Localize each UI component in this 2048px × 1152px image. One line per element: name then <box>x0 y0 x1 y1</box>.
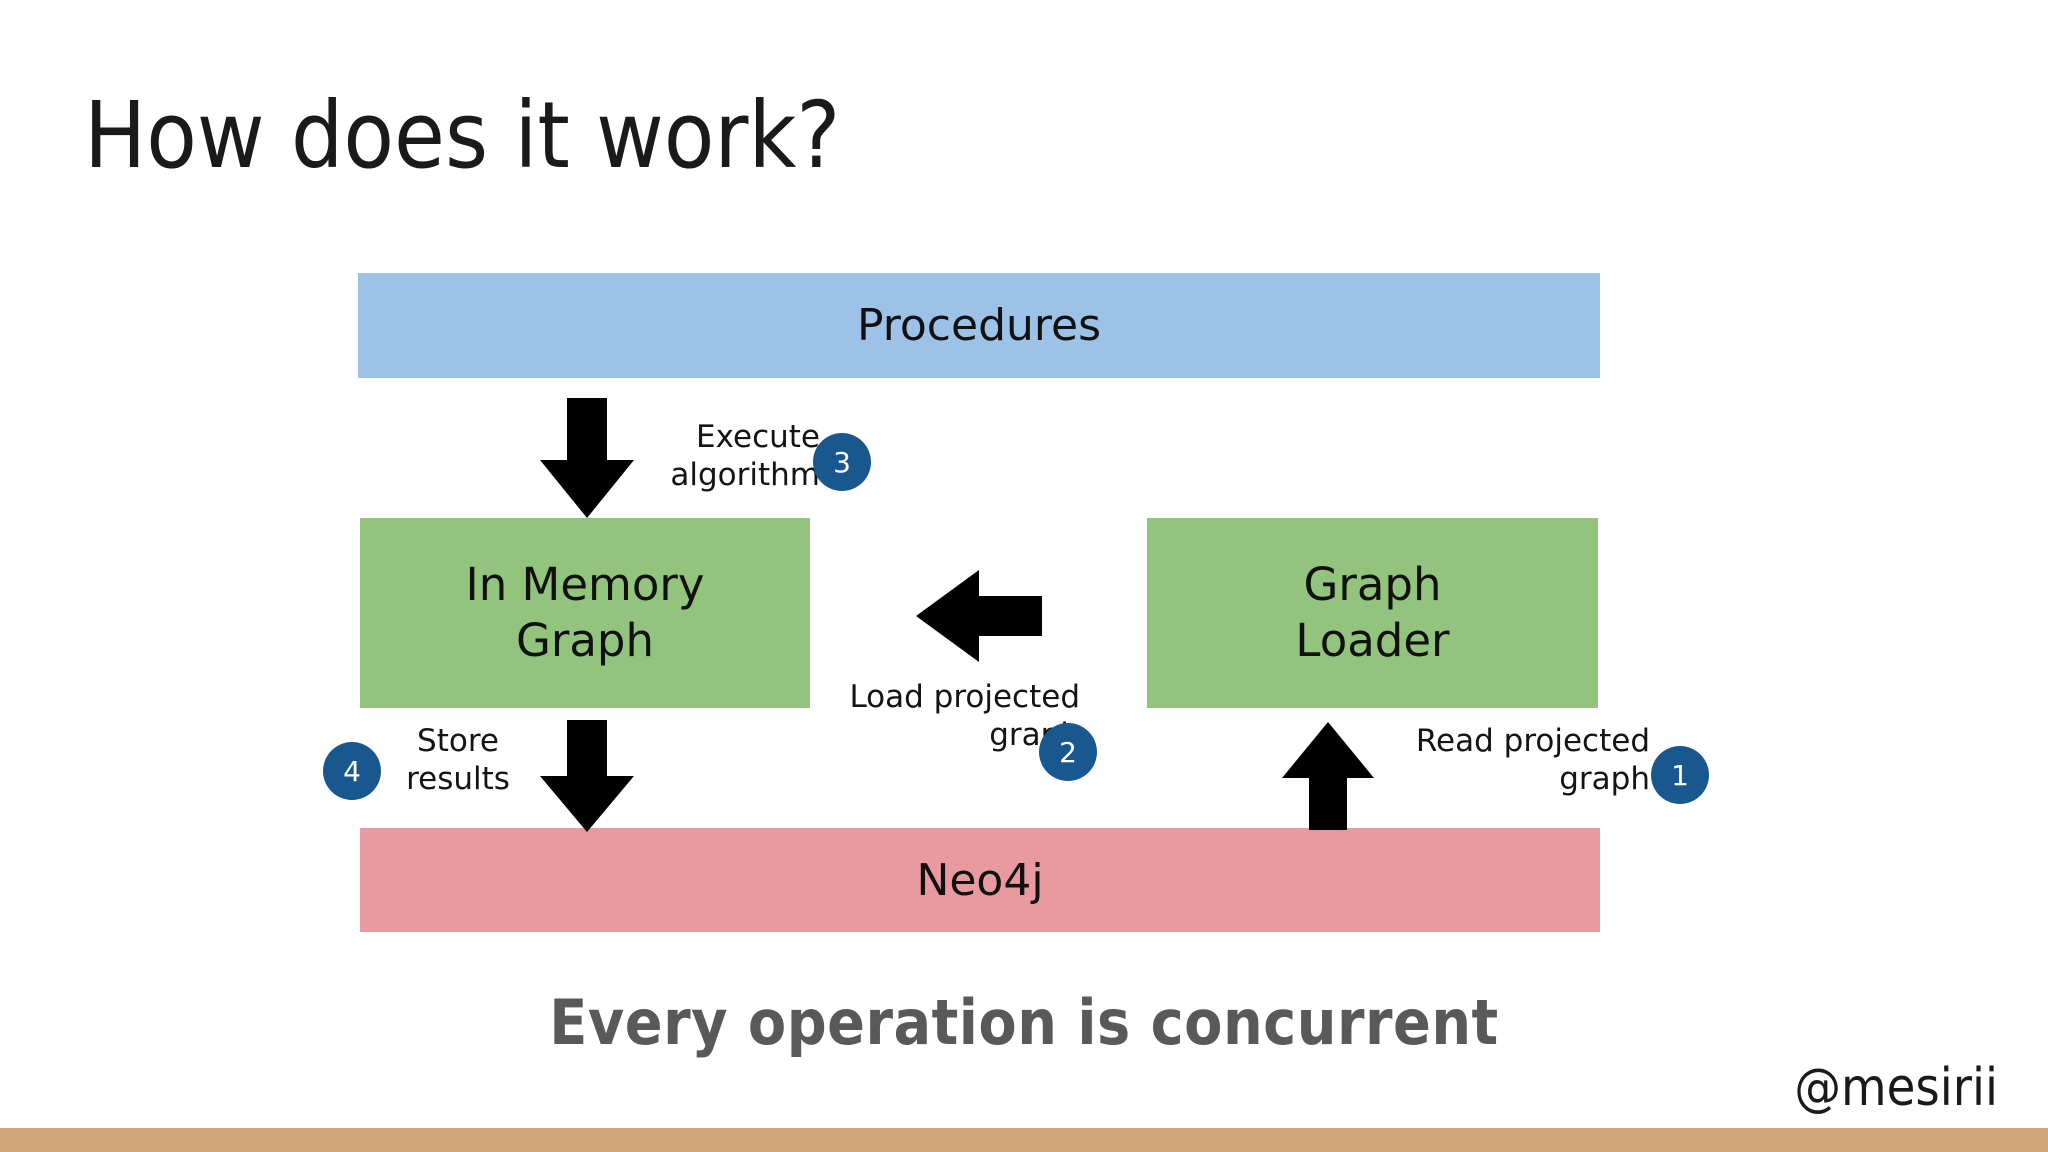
diagram-box-in-memory-graph: In Memory Graph <box>360 518 810 708</box>
diagram-box-neo4j-label: Neo4j <box>916 854 1044 906</box>
arrow-up-read-icon <box>1282 722 1374 830</box>
step-badge-3: 3 <box>813 433 871 491</box>
diagram-box-neo4j: Neo4j <box>360 828 1600 932</box>
diagram-box-procedures: Procedures <box>358 273 1600 378</box>
diagram-box-procedures-label: Procedures <box>857 300 1101 351</box>
diagram-box-in-memory-graph-label: In Memory Graph <box>465 557 705 667</box>
diagram-box-graph-loader: Graph Loader <box>1147 518 1598 708</box>
arrow-left-load-icon <box>916 570 1042 662</box>
author-handle: @mesirii <box>1794 1058 1998 1118</box>
slide-tagline: Every operation is concurrent <box>549 986 1499 1059</box>
step-badge-4: 4 <box>323 742 381 800</box>
step-badge-1: 1 <box>1651 746 1709 804</box>
step-label-store-results: Store results <box>406 723 510 798</box>
arrow-down-store-icon <box>540 720 634 832</box>
arrow-down-execute-icon <box>540 398 634 518</box>
footer-accent-bar <box>0 1128 2048 1152</box>
page-title: How does it work? <box>84 82 841 189</box>
step-label-execute-algorithm: Execute algorithm <box>670 419 820 494</box>
step-label-read-projected-graph: Read projected graph <box>1415 723 1650 798</box>
diagram-box-graph-loader-label: Graph Loader <box>1295 557 1450 667</box>
step-badge-2: 2 <box>1039 723 1097 781</box>
